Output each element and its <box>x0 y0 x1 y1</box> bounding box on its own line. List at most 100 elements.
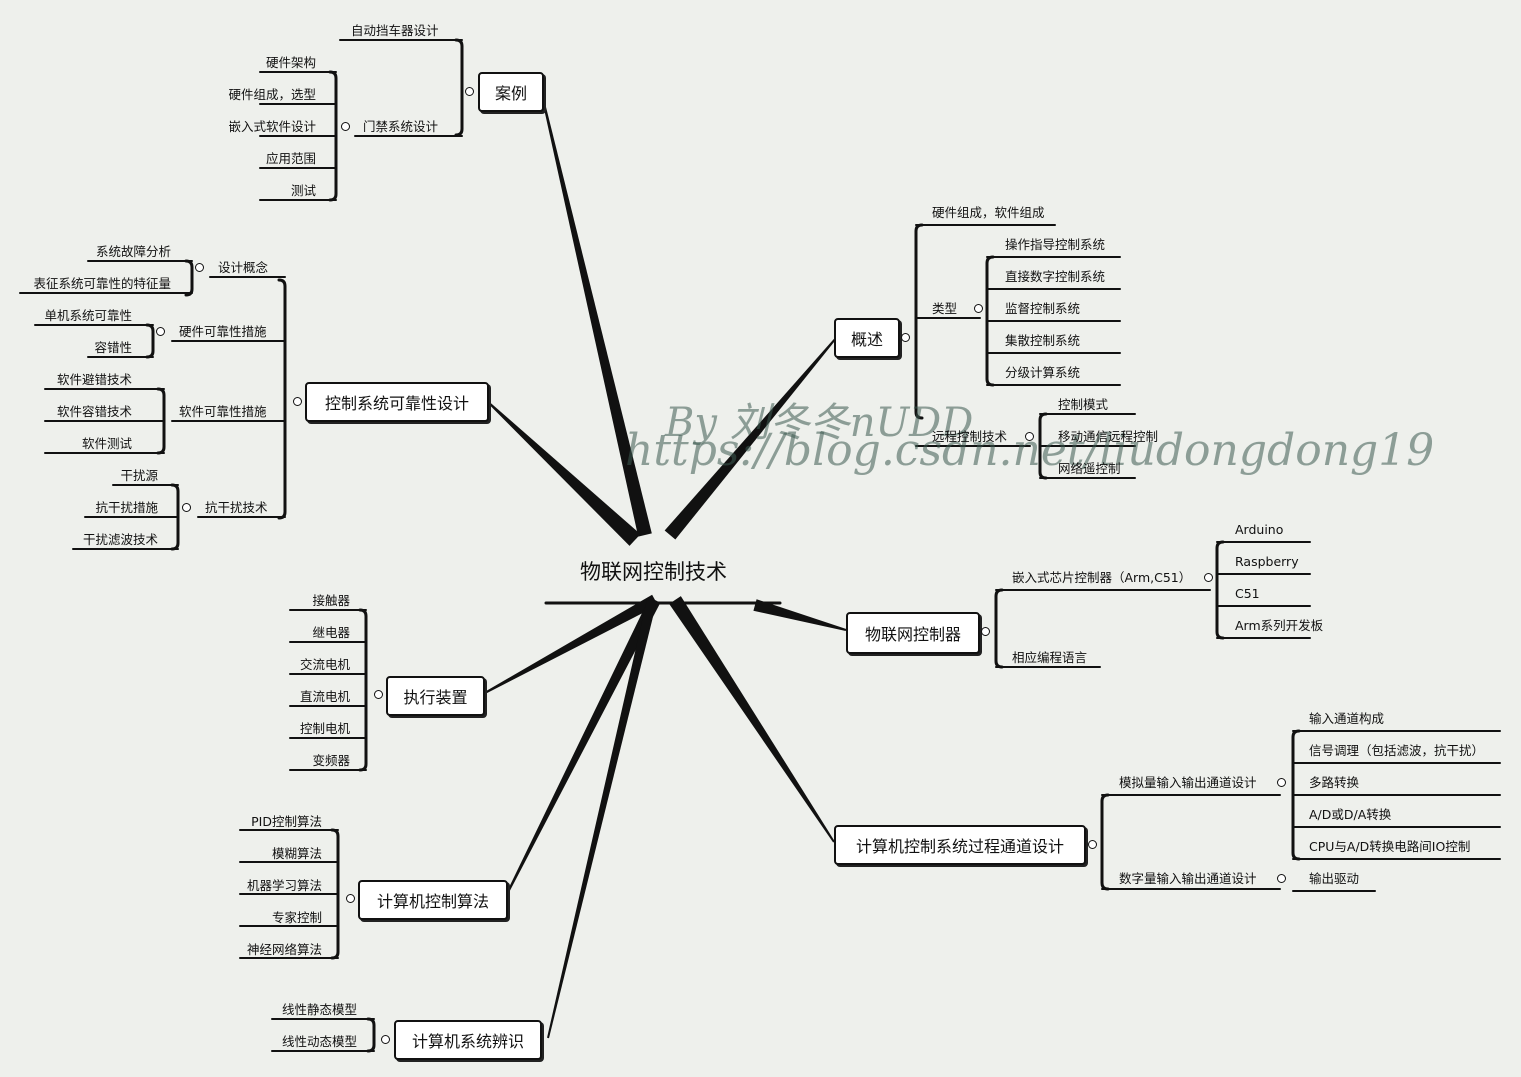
type-item[interactable]: 分级计算系统 <box>1005 365 1081 380</box>
sw-item[interactable]: 软件测试 <box>81 436 132 451</box>
sw-item[interactable]: 软件容错技术 <box>56 404 132 419</box>
actuator-item[interactable]: 直流电机 <box>299 689 350 704</box>
overview-brace <box>914 223 924 420</box>
case-access[interactable]: 门禁系统设计 <box>363 119 439 134</box>
remote-item[interactable]: 网络遥控制 <box>1058 461 1121 476</box>
actuator-item[interactable]: 交流电机 <box>299 657 350 672</box>
collapse-toggle-digital[interactable] <box>1277 874 1286 883</box>
branch-identification[interactable]: 计算机系统辨识 <box>394 1020 542 1060</box>
analog-item[interactable]: 信号调理（包括滤波，抗干扰） <box>1309 743 1485 758</box>
collapse-toggle-analog[interactable] <box>1277 778 1286 787</box>
hw-item[interactable]: 容错性 <box>94 340 132 355</box>
collapse-toggle-remote[interactable] <box>1025 432 1034 441</box>
identification-brace <box>366 1017 376 1053</box>
root-connector <box>547 598 657 1039</box>
case-access-item[interactable]: 嵌入式软件设计 <box>228 119 316 134</box>
reliability-sw[interactable]: 软件可靠性措施 <box>179 404 267 419</box>
embedded-item[interactable]: Arm系列开发板 <box>1235 618 1324 633</box>
branch-algorithm[interactable]: 计算机控制算法 <box>358 880 508 920</box>
root-topic[interactable]: 物联网控制技术 <box>580 560 727 584</box>
collapse-toggle-anti[interactable] <box>182 503 191 512</box>
remote-item[interactable]: 控制模式 <box>1058 397 1109 412</box>
reliability-hw[interactable]: 硬件可靠性措施 <box>179 324 267 339</box>
concept-item[interactable]: 系统故障分析 <box>95 244 171 259</box>
identification-item[interactable]: 线性静态模型 <box>281 1002 357 1017</box>
analog-item[interactable]: 输入通道构成 <box>1309 711 1385 726</box>
collapse-toggle-controller[interactable] <box>981 627 990 636</box>
anti-item[interactable]: 干扰滤波技术 <box>82 532 158 547</box>
actuator-item[interactable]: 控制电机 <box>299 721 350 736</box>
case-access-item[interactable]: 硬件架构 <box>265 55 316 70</box>
root-connector <box>487 401 641 546</box>
reliability-brace <box>277 278 287 520</box>
algorithm-item[interactable]: 机器学习算法 <box>246 878 322 893</box>
hw-item[interactable]: 单机系统可靠性 <box>44 308 132 323</box>
identification-item[interactable]: 线性动态模型 <box>281 1034 357 1049</box>
case-access-item[interactable]: 测试 <box>290 183 316 198</box>
sw-item[interactable]: 软件避错技术 <box>56 372 132 387</box>
reliability-anti[interactable]: 抗干扰技术 <box>205 500 268 515</box>
analog-item[interactable]: A/D或D/A转换 <box>1309 807 1392 822</box>
channel-digital[interactable]: 数字量输入输出通道设计 <box>1119 871 1257 886</box>
type-item[interactable]: 操作指导控制系统 <box>1005 237 1106 252</box>
collapse-toggle-case[interactable] <box>465 87 474 96</box>
digital-item[interactable]: 输出驱动 <box>1309 871 1360 886</box>
embedded-item[interactable]: Arduino <box>1235 522 1284 537</box>
actuator-item[interactable]: 继电器 <box>312 625 350 640</box>
actuator-brace <box>358 608 368 772</box>
branch-actuator[interactable]: 执行装置 <box>386 676 485 716</box>
collapse-toggle-algorithm[interactable] <box>346 894 355 903</box>
concept-brace <box>184 259 194 297</box>
controller-embedded[interactable]: 嵌入式芯片控制器（Arm,C51） <box>1012 570 1192 585</box>
anti-item[interactable]: 抗干扰措施 <box>95 500 158 515</box>
embedded-brace <box>1215 540 1225 640</box>
root-connector <box>669 596 835 843</box>
overview-composition[interactable]: 硬件组成，软件组成 <box>932 205 1045 220</box>
type-item[interactable]: 直接数字控制系统 <box>1005 269 1106 284</box>
branch-channel[interactable]: 计算机控制系统过程通道设计 <box>834 825 1086 865</box>
root-connector <box>482 594 658 695</box>
collapse-toggle-actuator[interactable] <box>374 690 383 699</box>
analog-item[interactable]: CPU与A/D转换电路间IO控制 <box>1309 839 1471 854</box>
controller-language[interactable]: 相应编程语言 <box>1012 650 1088 665</box>
type-item[interactable]: 监督控制系统 <box>1005 301 1081 316</box>
case-access-item[interactable]: 应用范围 <box>265 151 316 166</box>
actuator-item[interactable]: 变频器 <box>312 753 350 768</box>
branch-reliability[interactable]: 控制系统可靠性设计 <box>305 382 489 422</box>
reliability-concept[interactable]: 设计概念 <box>218 260 269 275</box>
type-item[interactable]: 集散控制系统 <box>1005 333 1081 348</box>
algorithm-item[interactable]: 神经网络算法 <box>246 942 322 957</box>
root-connector <box>504 597 661 899</box>
collapse-toggle-channel[interactable] <box>1088 840 1097 849</box>
collapse-toggle-overview[interactable] <box>901 333 910 342</box>
case-brace <box>454 38 464 137</box>
algorithm-item[interactable]: 模糊算法 <box>271 846 322 861</box>
analog-item[interactable]: 多路转换 <box>1309 775 1360 790</box>
algorithm-item[interactable]: PID控制算法 <box>251 814 322 829</box>
actuator-item[interactable]: 接触器 <box>312 593 350 608</box>
branch-controller[interactable]: 物联网控制器 <box>846 612 980 654</box>
channel-brace <box>1100 793 1110 891</box>
embedded-item[interactable]: Raspberry <box>1235 554 1299 569</box>
collapse-toggle-hw[interactable] <box>156 327 165 336</box>
collapse-toggle-embedded[interactable] <box>1204 573 1213 582</box>
collapse-toggle-access[interactable] <box>341 122 350 131</box>
anti-item[interactable]: 干扰源 <box>120 468 158 483</box>
branch-overview[interactable]: 概述 <box>834 318 900 358</box>
overview-types[interactable]: 类型 <box>932 301 958 316</box>
algorithm-item[interactable]: 专家控制 <box>271 910 322 925</box>
collapse-toggle-types[interactable] <box>974 304 983 313</box>
collapse-toggle-identification[interactable] <box>381 1035 390 1044</box>
channel-analog[interactable]: 模拟量输入输出通道设计 <box>1119 775 1257 790</box>
concept-item[interactable]: 表征系统可靠性的特征量 <box>33 276 171 291</box>
remote-item[interactable]: 移动通信远程控制 <box>1058 429 1159 444</box>
overview-remote[interactable]: 远程控制技术 <box>932 429 1008 444</box>
case-auto-stop[interactable]: 自动挡车器设计 <box>351 23 439 38</box>
branch-case[interactable]: 案例 <box>478 72 544 112</box>
collapse-toggle-reliability[interactable] <box>293 397 302 406</box>
embedded-item[interactable]: C51 <box>1235 586 1260 601</box>
collapse-toggle-concept[interactable] <box>195 263 204 272</box>
root-connector <box>541 94 652 537</box>
case-access-item[interactable]: 硬件组成，选型 <box>228 87 316 102</box>
